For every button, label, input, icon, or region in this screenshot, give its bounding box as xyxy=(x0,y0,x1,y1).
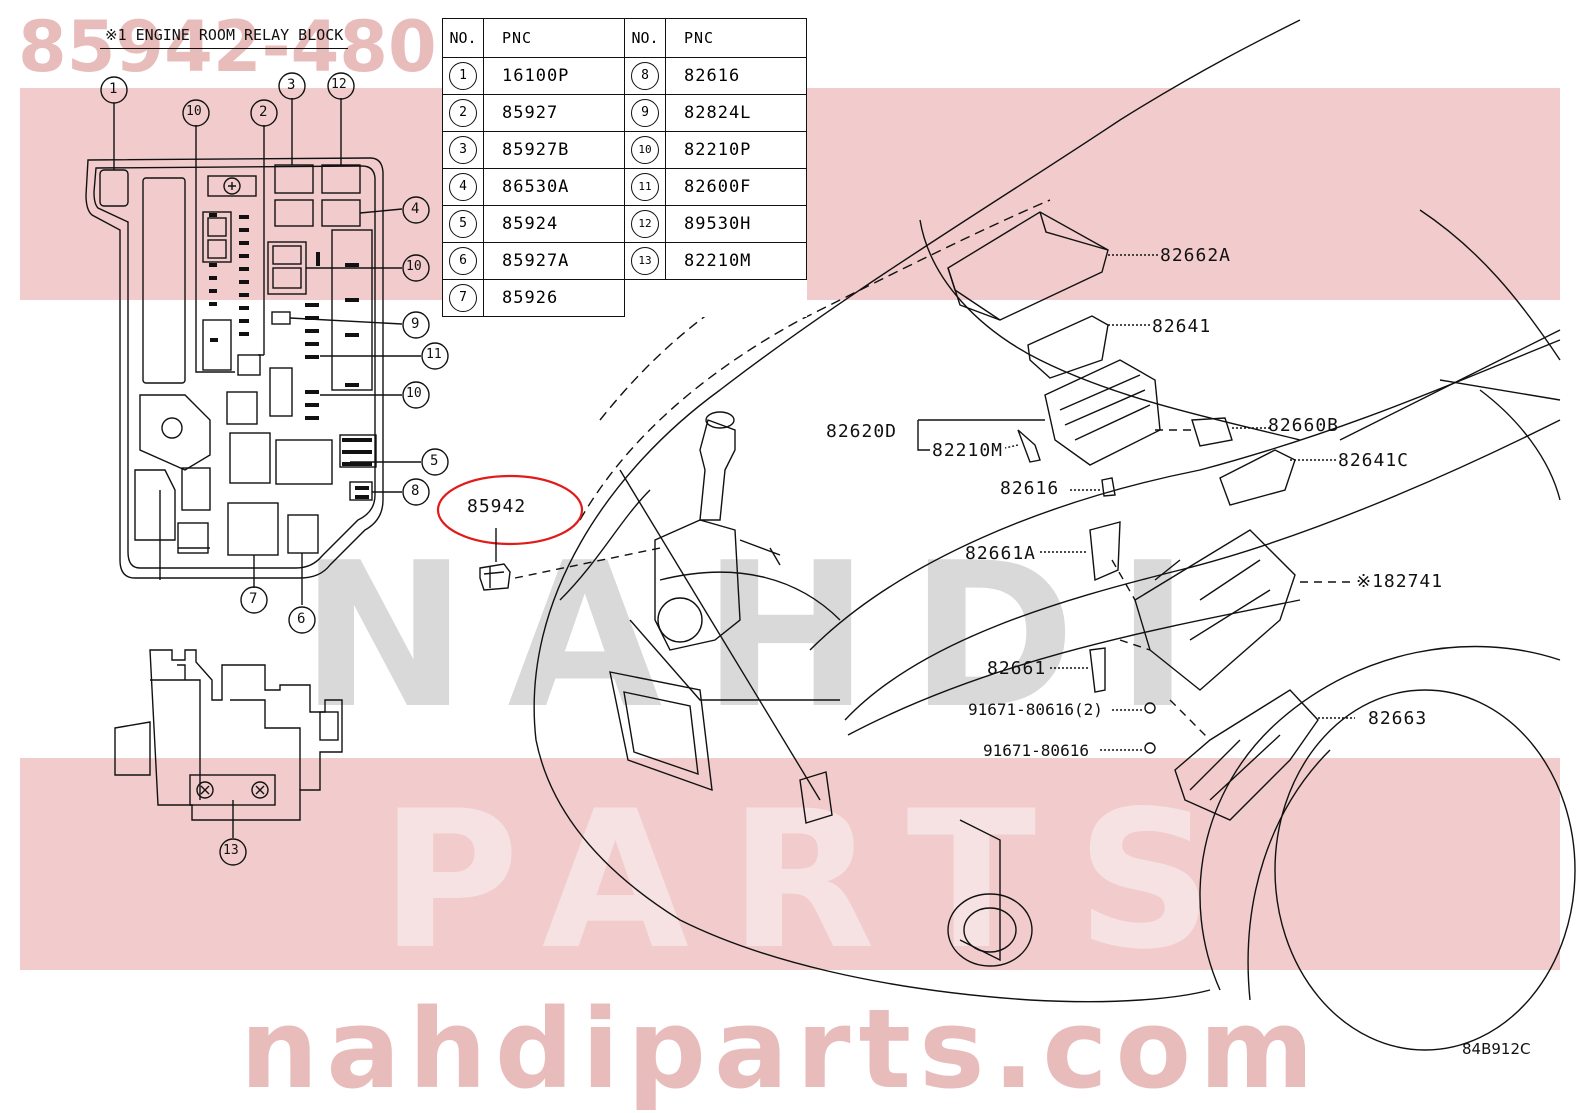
row-pnc[interactable]: 85924 xyxy=(483,205,625,243)
row-pnc[interactable]: 89530H xyxy=(665,205,807,243)
empty-cell xyxy=(666,280,807,317)
part-label-82661[interactable]: 82661 xyxy=(987,658,1047,679)
row-pnc[interactable]: 82616 xyxy=(665,57,807,95)
part-label-85942[interactable]: 85942 xyxy=(467,496,527,517)
row-no: 9 xyxy=(631,99,659,127)
row-no: 8 xyxy=(631,62,659,90)
callout-9: 9 xyxy=(411,316,421,332)
row-no: 6 xyxy=(449,247,477,275)
row-pnc[interactable]: 82824L xyxy=(665,94,807,132)
row-pnc[interactable]: 86530A xyxy=(483,168,625,206)
diagram-code: 84B912C xyxy=(1462,1040,1531,1058)
table-row: 2 85927 9 82824L xyxy=(442,94,807,132)
watermark-band-bottom xyxy=(20,758,1560,970)
table-row: 7 85926 xyxy=(442,279,807,317)
header-no-right: NO. xyxy=(624,18,666,58)
callout-1: 1 xyxy=(109,81,119,97)
callout-7: 7 xyxy=(249,591,259,607)
callout-11: 11 xyxy=(426,347,442,362)
part-label-82641C[interactable]: 82641C xyxy=(1338,450,1410,471)
part-label-82741[interactable]: ※182741 xyxy=(1356,571,1444,592)
row-no: 7 xyxy=(449,284,477,312)
watermark-word-top: NAHDI xyxy=(300,520,1230,753)
watermark-word-bottom: PARTS xyxy=(380,770,1254,991)
row-pnc[interactable]: 85927A xyxy=(483,242,625,280)
part-label-91671-80616[interactable]: 91671-80616 xyxy=(983,741,1089,760)
header-no-left: NO. xyxy=(442,18,484,58)
part-label-82662A[interactable]: 82662A xyxy=(1160,245,1232,266)
row-pnc[interactable]: 85927 xyxy=(483,94,625,132)
part-label-82620D[interactable]: 82620D xyxy=(826,421,898,442)
callout-10-top: 10 xyxy=(186,104,202,119)
fuse-slots xyxy=(209,213,372,499)
row-no: 10 xyxy=(631,136,659,164)
part-label-82661A[interactable]: 82661A xyxy=(965,543,1037,564)
watermark-site: nahdiparts.com xyxy=(240,985,1322,1113)
row-pnc[interactable]: 85926 xyxy=(483,279,625,317)
row-pnc[interactable]: 82210M xyxy=(665,242,807,280)
row-no: 11 xyxy=(631,173,659,201)
row-no: 3 xyxy=(449,136,477,164)
header-pnc-left: PNC xyxy=(483,18,625,58)
relay-block-title: ※1 ENGINE ROOM RELAY BLOCK xyxy=(105,26,344,44)
callout-10-low: 10 xyxy=(406,386,422,401)
callout-10-mid: 10 xyxy=(406,259,422,274)
callout-12: 12 xyxy=(331,77,347,92)
callout-3: 3 xyxy=(287,77,297,93)
row-pnc[interactable]: 85927B xyxy=(483,131,625,169)
row-pnc[interactable]: 82210P xyxy=(665,131,807,169)
callout-13: 13 xyxy=(223,843,239,858)
row-no: 1 xyxy=(449,62,477,90)
row-no: 13 xyxy=(631,247,659,275)
row-pnc[interactable]: 82600F xyxy=(665,168,807,206)
row-no: 12 xyxy=(631,210,659,238)
callout-5: 5 xyxy=(430,453,440,469)
row-no: 5 xyxy=(449,210,477,238)
table-row: 4 86530A 11 82600F xyxy=(442,168,807,206)
table-row: 6 85927A 13 82210M xyxy=(442,242,807,280)
table-row: 5 85924 12 89530H xyxy=(442,205,807,243)
row-no: 4 xyxy=(449,173,477,201)
pnc-table-header: NO. PNC NO. PNC xyxy=(442,18,807,58)
callout-2: 2 xyxy=(259,104,269,120)
row-no: 2 xyxy=(449,99,477,127)
empty-cell xyxy=(625,280,666,317)
part-label-82660B[interactable]: 82660B xyxy=(1268,415,1340,436)
callout-6: 6 xyxy=(297,611,307,627)
header-pnc-right: PNC xyxy=(665,18,807,58)
table-row: 1 16100P 8 82616 xyxy=(442,57,807,95)
pnc-table: NO. PNC NO. PNC 1 16100P 8 82616 2 85927… xyxy=(442,18,807,317)
part-label-82641[interactable]: 82641 xyxy=(1152,316,1212,337)
callout-4: 4 xyxy=(411,201,421,217)
row-pnc[interactable]: 16100P xyxy=(483,57,625,95)
part-label-82616[interactable]: 82616 xyxy=(1000,478,1060,499)
part-label-91671-80616-2[interactable]: 91671-80616(2) xyxy=(968,700,1103,719)
relay-block-title-underline xyxy=(100,48,348,49)
table-row: 3 85927B 10 82210P xyxy=(442,131,807,169)
part-label-82663[interactable]: 82663 xyxy=(1368,708,1428,729)
part-label-82210M[interactable]: 82210M xyxy=(932,440,1004,461)
callout-8: 8 xyxy=(411,483,421,499)
